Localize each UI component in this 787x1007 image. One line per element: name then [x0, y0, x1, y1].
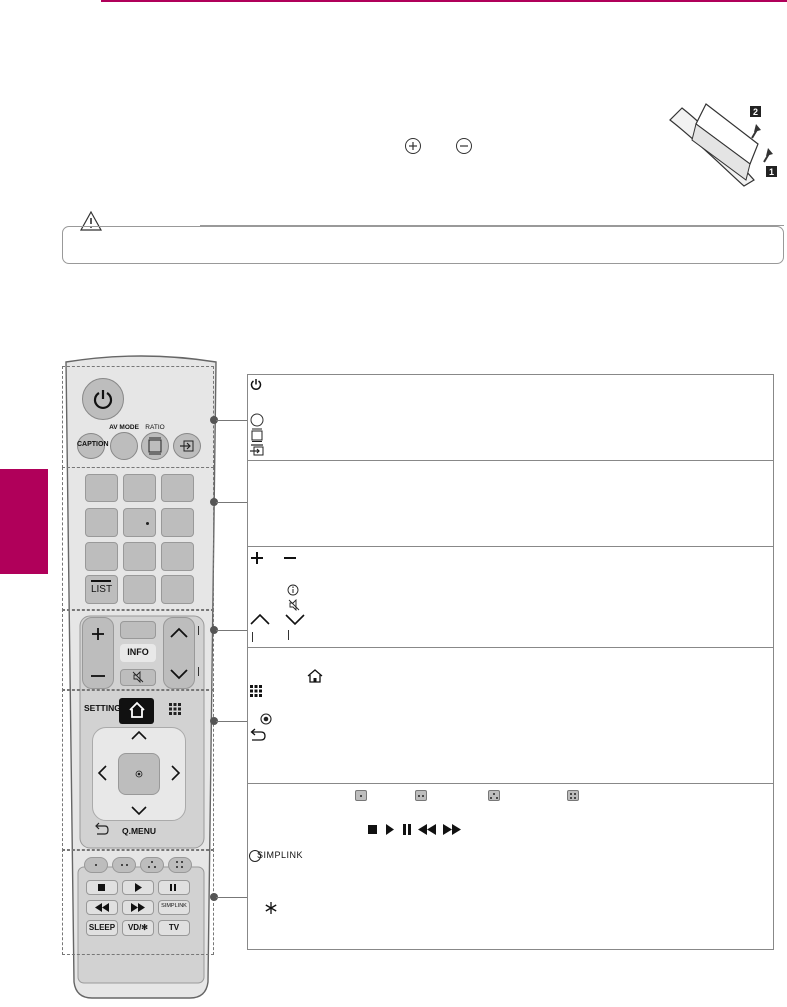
remote-ratio-icon: [148, 437, 162, 455]
remote-num-key: [161, 542, 194, 571]
remote-key: [120, 621, 156, 639]
remote-stop-icon: [98, 884, 105, 891]
green-key-icon: [415, 790, 427, 801]
remote-color-key: [140, 857, 164, 873]
battery-minus-icon: [456, 138, 472, 154]
info-icon: [287, 584, 299, 596]
remote-num-key: [85, 542, 118, 571]
play-icon: [386, 824, 394, 835]
header-rule: [101, 0, 787, 2]
remote-num-key: [161, 508, 194, 537]
page-up-icon: [252, 632, 253, 642]
remote-play-icon: [135, 883, 142, 892]
remote-avmode-button: [110, 432, 138, 460]
power-icon: [250, 379, 262, 390]
remote-caption-label: CAPTION: [77, 441, 109, 448]
group-frame-1: [62, 366, 214, 468]
remote-settings-label: SETTINGS: [84, 703, 127, 713]
channel-up-icon: [250, 613, 270, 625]
asterisk-icon: [265, 902, 277, 914]
remote-num-key: [161, 474, 194, 502]
group-frame-3: [62, 609, 214, 691]
remote-tv-key: [158, 920, 190, 936]
stop-icon: [368, 825, 377, 834]
callout-playback-group: [247, 783, 774, 950]
remote-num-key: [85, 508, 118, 537]
pause-icon: [403, 824, 406, 835]
battery-plus-icon: [405, 138, 421, 154]
callout-number-group: [247, 460, 774, 547]
remote-qmenu-label: Q.MENU: [122, 826, 156, 836]
apps-icon: [250, 685, 262, 697]
callout-volume-group: [247, 546, 774, 648]
remote-info-label: INFO: [127, 647, 149, 657]
remote-ratio-label: RATIO: [145, 424, 165, 431]
remote-input-icon: [180, 440, 194, 452]
remote-volume-icons: [91, 628, 105, 677]
remote-power-icon: [93, 390, 113, 410]
mute-icon: [288, 599, 300, 611]
remote-avmode-label: AV MODE: [109, 424, 139, 431]
remote-vd-label: VD/✻: [127, 923, 149, 932]
simplink-logo-text: SIMPLINK: [257, 850, 304, 860]
channel-down-icon: [285, 614, 305, 626]
fast-forward-icon: [443, 824, 461, 835]
blue-key-icon: [567, 790, 579, 801]
home-icon: [307, 669, 323, 683]
remote-ok-key: [118, 753, 160, 795]
remote-info-key: [120, 644, 156, 662]
battery-cover-illustration: 2 1: [669, 103, 777, 187]
remote-apps-icon: [169, 703, 181, 715]
remote-rew-icon: [95, 903, 109, 912]
remote-sleep-label: SLEEP: [88, 923, 116, 932]
rewind-icon: [418, 824, 436, 835]
remote-num-key: [123, 542, 156, 571]
caution-box: [62, 226, 784, 264]
remote-num-key: [123, 508, 156, 537]
page-down-icon: [288, 630, 289, 640]
volume-up-icon: [251, 552, 263, 564]
remote-num-key: [123, 575, 156, 604]
remote-vd-key: [122, 920, 154, 936]
svg-text:1: 1: [769, 167, 774, 177]
yellow-key-icon: [488, 790, 500, 801]
group-frame-5: [62, 849, 214, 955]
av-mode-icon: [250, 413, 264, 427]
group-frame-4: [62, 689, 214, 851]
group-frame-2: [62, 467, 214, 611]
remote-mute-icon: [132, 671, 144, 683]
remote-dpad-arrows: [97, 730, 181, 816]
remote-ff-icon: [131, 903, 145, 912]
remote-back-icon: [95, 822, 109, 835]
remote-dot-mark: [146, 522, 149, 525]
remote-simplink-key: [158, 900, 190, 915]
remote-list-label: LIST: [90, 584, 113, 595]
ratio-icon: [251, 428, 263, 442]
svg-text:2: 2: [753, 107, 758, 117]
remote-pause-icon: [170, 884, 172, 891]
remote-ratio-button: [141, 432, 169, 460]
section-tab: [0, 469, 48, 574]
remote-list-key: [85, 575, 118, 604]
back-icon: [250, 728, 266, 741]
callout-navigation-group: [247, 647, 774, 784]
remote-num-key: [85, 474, 118, 502]
remote-home-icon: [129, 701, 145, 718]
input-icon: [250, 444, 264, 456]
ok-icon: [260, 713, 272, 725]
volume-down-icon: [284, 557, 296, 559]
remote-caption-button: [77, 433, 105, 459]
remote-tv-label: TV: [168, 923, 180, 932]
simplink-icon: [249, 850, 261, 862]
callout-power-group: [247, 374, 774, 461]
remote-channel-icons: [170, 627, 188, 680]
remote-num-key: [123, 474, 156, 502]
remote-color-key: [168, 857, 192, 873]
remote-color-key: [112, 857, 136, 873]
remote-num-key: [161, 575, 194, 604]
remote-simplink-label: SIMPLINK: [161, 903, 187, 909]
remote-sleep-key: [86, 920, 118, 936]
